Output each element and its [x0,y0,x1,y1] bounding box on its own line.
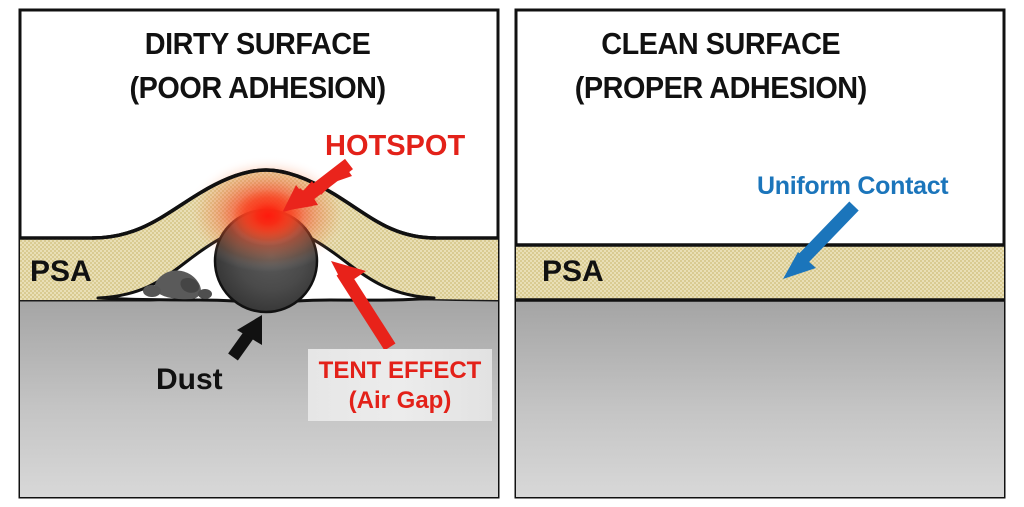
tent-effect-callout-box [308,349,492,421]
dust-label: Dust [156,363,223,396]
dust-particles [143,270,212,300]
hotspot-glow [186,156,350,272]
psa-label-dirty: PSA [30,255,92,288]
panel-clean-surface: CLEAN SURFACE (PROPER ADHESION) PSA Unif… [514,8,1006,499]
tent-outline [91,168,437,240]
panel-dirty-surface: DIRTY SURFACE (POOR ADHESION) PSA HOTSPO… [18,8,500,499]
tent-effect-arrow-icon [331,261,396,351]
panel-dirty-title-line1: DIRTY SURFACE [145,27,371,61]
substrate-clean [516,300,1004,497]
hotspot-arrow-icon [283,158,353,212]
tent-effect-label-line2: (Air Gap) [349,387,452,414]
psa-label-clean: PSA [542,255,604,288]
tent-effect-callout: TENT EFFECT (Air Gap) [308,349,492,421]
panel-dirty-title-line2: (POOR ADHESION) [130,71,386,105]
panel-clean-title-line2: (PROPER ADHESION) [575,71,867,105]
panel-clean-title-line1: CLEAN SURFACE [601,27,840,61]
uniform-contact-arrow-icon [783,201,859,279]
psa-layer-clean [516,245,1004,300]
tent-effect-label-line1: TENT EFFECT [319,357,482,384]
dust-arrow-icon [228,315,262,361]
hotspot-label: HOTSPOT [325,130,465,162]
uniform-contact-label: Uniform Contact [757,172,949,200]
